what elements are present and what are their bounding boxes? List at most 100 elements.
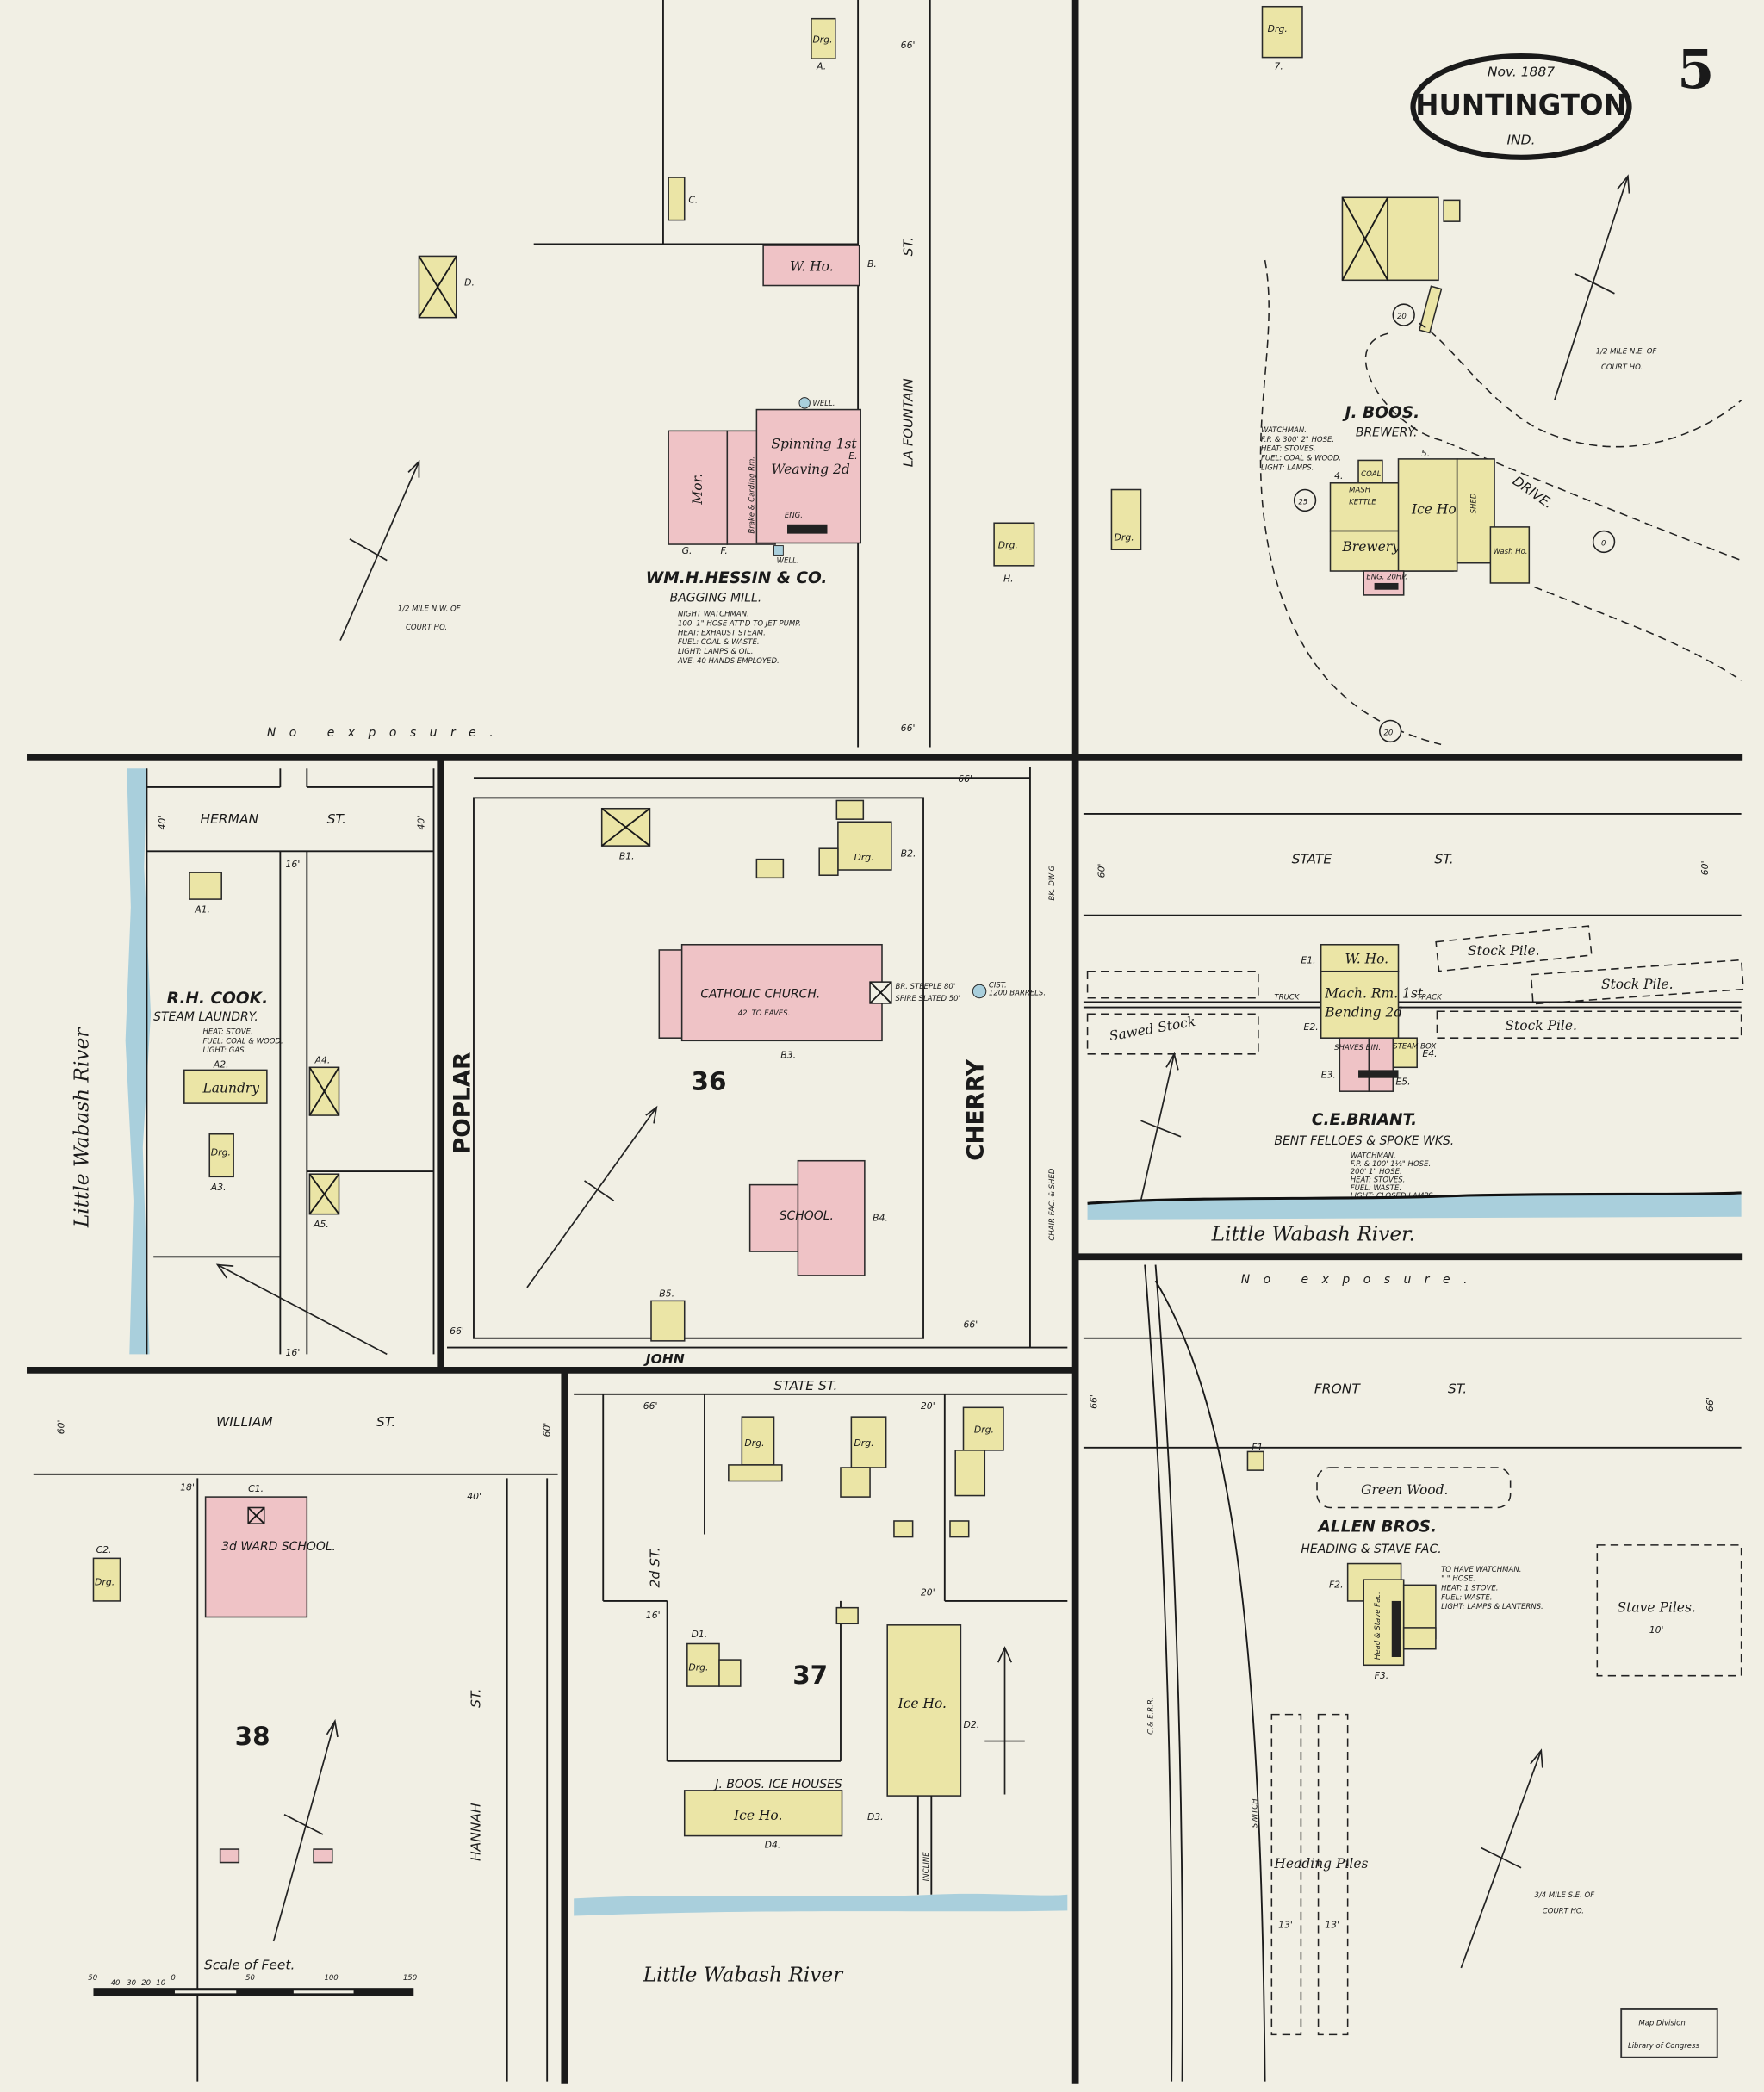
note-line: AVE. 40 HANDS EMPLOYED. — [677, 657, 780, 666]
section-top-right: Drg. 7. Nov. 1887 HUNTINGTON IND. 5 DRIV… — [1110, 5, 1742, 746]
note-line: HEAT: 1 STOVE. — [1441, 1585, 1498, 1593]
label-B1: B1. — [619, 851, 635, 862]
label-E2: E2. — [1304, 1021, 1319, 1033]
green-wood-pile — [1316, 1467, 1512, 1509]
note-line: F.P. & 100' 1½" HOSE. — [1351, 1160, 1431, 1169]
cistern-icon — [972, 984, 987, 999]
river-label: Little Wabash River — [70, 1027, 93, 1228]
briant-machine-room — [1320, 970, 1400, 1039]
dim-60: 60' — [55, 1420, 66, 1435]
building-B5 — [650, 1300, 686, 1342]
ice-houses-name: J. BOOS. ICE HOUSES — [712, 1778, 842, 1791]
north-arrow-icon — [339, 459, 420, 641]
note-line: LIGHT: LAMPS & OIL. — [678, 648, 753, 656]
steeple-note: SPIRE SLATED 50' — [895, 995, 960, 1003]
sawed-stock-pile — [1086, 970, 1259, 999]
note-line: 200' 1" HOSE. — [1351, 1168, 1402, 1176]
building-A3 — [208, 1133, 234, 1178]
label-drg: Drg. — [688, 1661, 708, 1673]
shed — [835, 1606, 859, 1625]
dim-13: 13' — [1278, 1919, 1293, 1930]
label-F1: F1. — [1252, 1442, 1266, 1453]
label-chair-fac: CHAIR FAC. & SHED — [1048, 1168, 1057, 1240]
section-block-38: WILLIAM ST. 60' 60' 40' 18' HANNAH ST. C… — [33, 1414, 558, 2082]
section-block-37: STATE ST. 2d ST. 66' 20' 20' 16' Drg. Dr… — [574, 1378, 1068, 1986]
brewery-circles: 20 25 0 20 — [1293, 303, 1616, 743]
note-line: FUEL: WASTE. — [1441, 1593, 1492, 1602]
label-B2: B2. — [901, 848, 916, 860]
school — [797, 1159, 866, 1276]
street-label-herman: HERMAN — [200, 811, 258, 827]
label-stock-pile: Stock Pile. — [1468, 943, 1540, 959]
label-brewery: Brewery. — [1341, 539, 1401, 555]
allen-engine-room — [1402, 1627, 1437, 1650]
warehouse-B — [762, 245, 860, 287]
dwelling — [741, 1416, 775, 1466]
label-shed: SHED — [1469, 493, 1478, 513]
dim-20: 20' — [921, 1400, 935, 1412]
brewery-type: BREWERY. — [1356, 426, 1417, 440]
dim-66: 66' — [1088, 1394, 1099, 1409]
dim-40: 40' — [467, 1491, 481, 1502]
laundry-name: R.H. COOK. — [167, 990, 268, 1008]
ice-house-D2 — [886, 1624, 962, 1797]
map-state: IND. — [1507, 132, 1536, 147]
label-brewery-engine: ENG. 20HP. — [1366, 573, 1407, 581]
stamp-line: Library of Congress — [1628, 2042, 1700, 2051]
well-icon — [798, 397, 811, 409]
label-D4: D4. — [765, 1840, 781, 1851]
label-A4: A4. — [314, 1055, 331, 1066]
label-railroad: C.& E.R.R. — [1146, 1697, 1155, 1734]
street-label-front: FRONT — [1314, 1381, 1361, 1396]
distance-nw-line2: COURT HO. — [406, 624, 447, 632]
label-green-wood: Green Wood. — [1361, 1482, 1448, 1498]
street-label-st: ST. — [1434, 851, 1453, 866]
scale-tick: 100 — [324, 1974, 338, 1983]
outhouse — [219, 1848, 240, 1864]
label-C2: C2. — [96, 1544, 112, 1555]
church-annex — [658, 949, 684, 1039]
brewery-small-shed — [1418, 285, 1443, 334]
dwelling-rear — [954, 1450, 986, 1497]
label-weaving: Weaving 2d — [771, 462, 849, 477]
label-brake-carding: Brake & Carding Rm. — [748, 456, 756, 534]
scale-tick: 50 — [245, 1974, 255, 1983]
label-stock-pile: Stock Pile. — [1601, 977, 1674, 992]
note-line: WATCHMAN. — [1351, 1152, 1396, 1161]
label-wash: Wash Ho. — [1493, 548, 1527, 556]
dwelling-H — [993, 522, 1035, 567]
dim-13: 13' — [1325, 1919, 1339, 1930]
block-number-36: 36 — [691, 1067, 726, 1096]
allen-name: ALLEN BROS. — [1317, 1518, 1437, 1536]
brewery-outbuilding — [1341, 196, 1439, 282]
street-label-st: ST. — [901, 237, 916, 256]
label-A: A. — [816, 61, 826, 72]
sawed-stock-pile — [1086, 1013, 1259, 1055]
dwelling — [850, 1416, 887, 1468]
circle-number: 25 — [1298, 499, 1307, 507]
dwelling-7 — [1261, 5, 1303, 59]
label-D: D. — [464, 277, 475, 289]
dim-66: 66' — [958, 773, 972, 785]
label-E5: E5. — [1395, 1076, 1410, 1087]
mill-spinning-building — [755, 408, 861, 544]
dwelling-D1-rear — [718, 1659, 742, 1687]
shed — [835, 799, 865, 820]
catholic-church — [680, 943, 883, 1042]
north-arrow-icon — [984, 1646, 1025, 1795]
label-A1: A1. — [194, 904, 210, 916]
label-D3: D3. — [867, 1811, 884, 1822]
hessin-type: BAGGING MILL. — [670, 592, 762, 605]
label-track: TRACK — [1417, 993, 1443, 1002]
cistern-label: CIST. — [989, 981, 1007, 990]
street-label-state: STATE ST. — [774, 1378, 838, 1394]
dim-10: 10' — [1649, 1624, 1664, 1636]
no-exposure-label: No exposure. — [267, 726, 506, 740]
north-arrow-icon — [1460, 1748, 1544, 1969]
building-A1 — [189, 872, 222, 900]
label-ice-ho: Ice Ho. — [733, 1808, 782, 1823]
street-label-st: ST. — [469, 1688, 484, 1707]
label-E: E. — [848, 450, 857, 462]
label-mash: MASH — [1349, 487, 1371, 495]
